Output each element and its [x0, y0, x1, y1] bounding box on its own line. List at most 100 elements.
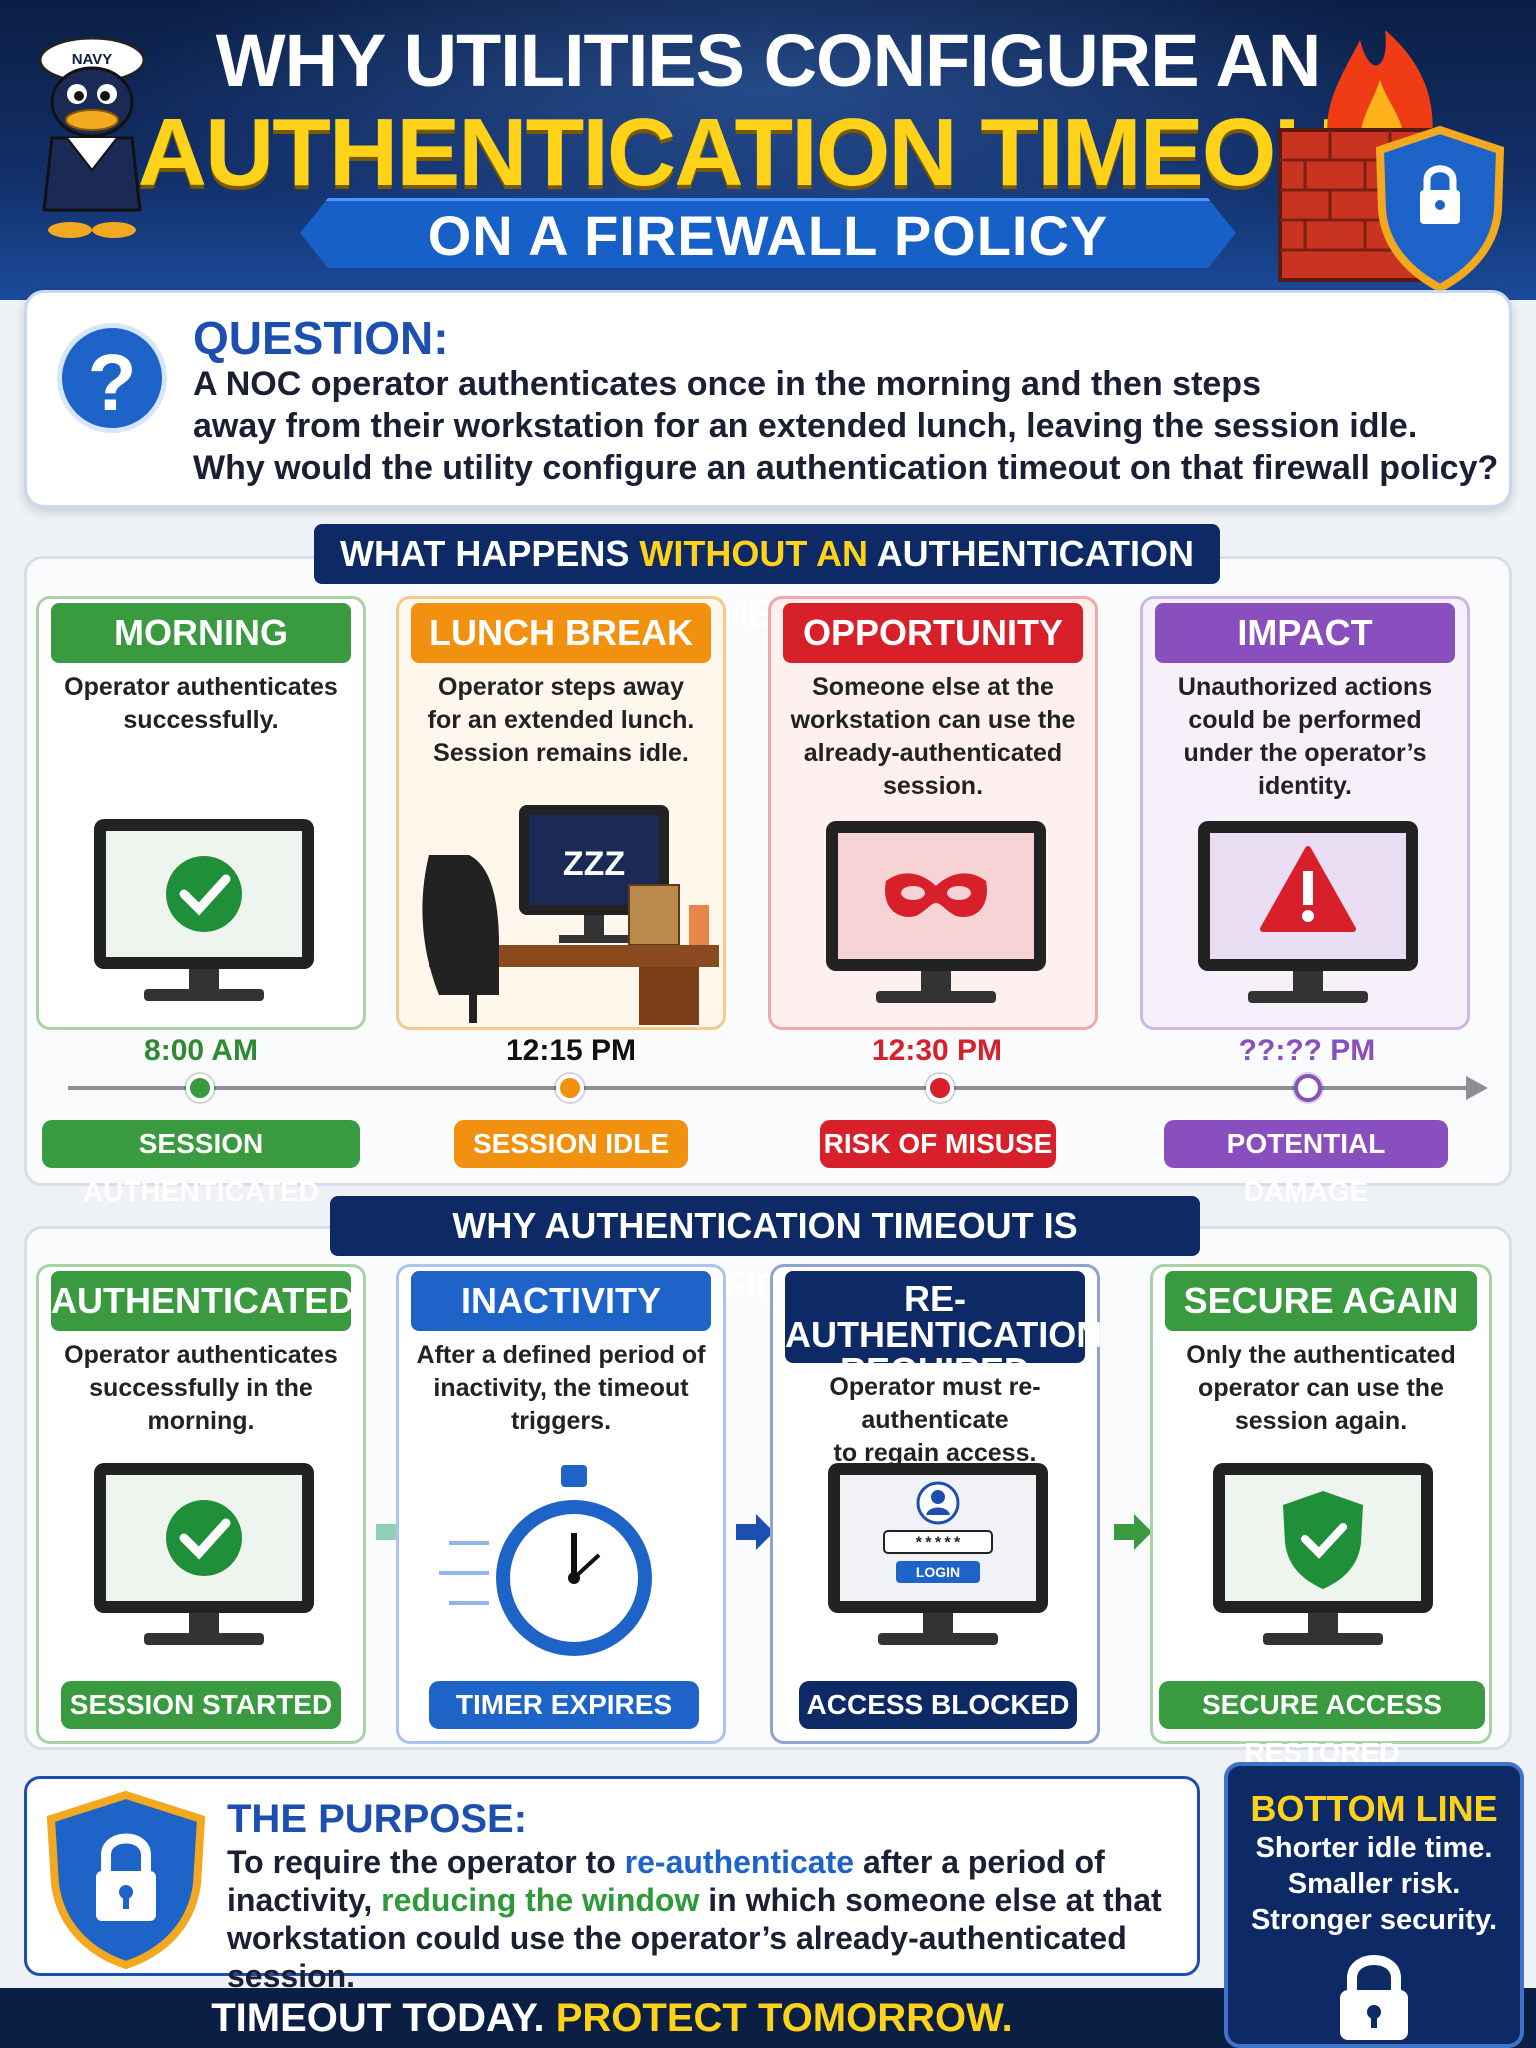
- firewall-shield-icon: [1278, 30, 1505, 290]
- status-badge: SESSION STARTED: [61, 1681, 341, 1729]
- status-badge: ACCESS BLOCKED: [799, 1681, 1077, 1729]
- why-card-inactivity-timer: INACTIVITY TIMER After a defined period …: [396, 1264, 726, 1744]
- purpose-box: THE PURPOSE: To require the operator to …: [24, 1776, 1200, 1994]
- question-box: ? QUESTION: A NOC operator authenticates…: [24, 290, 1512, 508]
- purpose-text-part: To require the operator to: [227, 1844, 625, 1880]
- stage-card-impact: IMPACT Unauthorized actions could be per…: [1140, 596, 1470, 1030]
- timeline-dot-open: [1294, 1074, 1322, 1102]
- status-badge: SESSION AUTHENTICATED: [42, 1120, 360, 1207]
- zzz-text: ZZZ: [563, 845, 625, 883]
- bottom-line-title: BOTTOM LINE: [1250, 1788, 1498, 1829]
- stage-text: Operator steps away for an extended lunc…: [413, 671, 709, 770]
- bottom-line-text: Smaller risk.: [1287, 1868, 1461, 1900]
- title-line-1: WHY UTILITIES CONFIGURE AN: [215, 19, 1322, 102]
- purpose-text: To require the operator to re-authentica…: [227, 1843, 1187, 1995]
- status-badge: SECURE ACCESS RESTORED: [1159, 1681, 1485, 1768]
- stage-line: inactivity, the timeout: [433, 1374, 689, 1402]
- stage-title: OPPORTUNITY: [783, 603, 1083, 663]
- stage-card-opportunity: OPPORTUNITY Someone else at the workstat…: [768, 596, 1098, 1030]
- question-line: A NOC operator authenticates once in the…: [193, 365, 1261, 403]
- stage-title: INACTIVITY TIMER: [411, 1271, 711, 1381]
- question-mark-icon: ?: [57, 323, 167, 433]
- stage-title: MORNING: [51, 603, 351, 663]
- timeline-dot: [556, 1074, 584, 1102]
- stage-line: for an extended lunch.: [427, 706, 695, 734]
- status-badge: SESSION IDLE: [454, 1120, 688, 1168]
- shield-lock-icon: [46, 1790, 206, 1969]
- title-ribbon: ON A FIREWALL POLICY: [300, 198, 1236, 268]
- stage-line: already-authenticated: [803, 739, 1063, 767]
- stage-line: Someone else at the: [812, 673, 1054, 701]
- footer-part: TIMEOUT TODAY.: [211, 1996, 556, 2040]
- purpose-text-part: in which someone else at that workstatio…: [227, 1882, 1162, 1994]
- stage-title-line: RE-AUTHENTICATION: [785, 1278, 1103, 1355]
- stage-text: Only the authenticated operator can use …: [1167, 1339, 1475, 1438]
- stage-line: could be performed: [1188, 706, 1422, 734]
- stage-line: to regain access.: [833, 1439, 1037, 1467]
- monitor-check-icon: [94, 1463, 314, 1645]
- header-banner: NAVY WHY UTILITIES CONFIGURE AN AUTHENTI…: [0, 0, 1536, 300]
- stopwatch-icon: [439, 1465, 652, 1656]
- time-label: 8:00 AM: [144, 1034, 258, 1067]
- time-label: 12:15 PM: [505, 1034, 637, 1067]
- bottom-line-text: Shorter idle time.: [1255, 1832, 1493, 1864]
- stage-text: Someone else at the workstation can use …: [785, 671, 1081, 803]
- stage-line: Unauthorized actions: [1177, 673, 1433, 701]
- footer-highlight: PROTECT TOMORROW.: [555, 1996, 1013, 2040]
- monitor-warning-icon: [1198, 821, 1418, 1003]
- monitor-mask-icon: [826, 821, 1046, 1003]
- question-line: Why would the utility configure an authe…: [193, 449, 1499, 487]
- sailor-duck-mascot-icon: NAVY: [38, 36, 146, 238]
- stage-text: After a defined period of inactivity, th…: [413, 1339, 709, 1438]
- status-badge: RISK OF MISUSE: [820, 1120, 1056, 1168]
- stage-line: Only the authenticated: [1186, 1341, 1456, 1369]
- question-label: QUESTION:: [193, 312, 449, 364]
- lock-icon: [1340, 1955, 1408, 2040]
- stage-line: Operator authenticates: [64, 673, 338, 701]
- timeline-dot: [186, 1074, 214, 1102]
- purpose-title: THE PURPOSE:: [227, 1797, 528, 1841]
- stage-line: Operator authenticates: [64, 1341, 338, 1369]
- stage-line: session.: [882, 772, 984, 800]
- stage-line: workstation can use the: [790, 706, 1076, 734]
- stage-line: identity.: [1258, 772, 1352, 800]
- title-line-3: ON A FIREWALL POLICY: [427, 204, 1109, 267]
- why-card-authenticated: AUTHENTICATED Operator authenticates suc…: [36, 1264, 366, 1744]
- why-configured-heading: WHY AUTHENTICATION TIMEOUT IS CONFIGURED: [330, 1196, 1200, 1306]
- title-line-2: AUTHENTICATION TIMEOUT: [137, 99, 1401, 206]
- stage-text: Operator authenticates successfully.: [53, 671, 349, 737]
- stage-text: Unauthorized actions could be performed …: [1157, 671, 1453, 803]
- stage-line: Operator must re-authenticate: [829, 1373, 1041, 1434]
- timeline-dot: [926, 1074, 954, 1102]
- stage-line: operator can use the: [1198, 1374, 1444, 1402]
- monitor-shield-check-icon: [1213, 1463, 1433, 1645]
- footer-slogan: TIMEOUT TODAY. PROTECT TOMORROW.: [0, 1988, 1224, 2048]
- stage-line: Operator steps away: [438, 673, 684, 701]
- stage-text: Operator authenticates successfully in t…: [53, 1339, 349, 1438]
- login-button: LOGIN: [916, 1564, 960, 1580]
- purpose-text-part: after a period of inactivity,: [227, 1844, 1105, 1918]
- stage-title-line: REQUIRED: [839, 1350, 1031, 1391]
- flow-arrow-icon: [736, 1514, 774, 1550]
- stage-line: triggers.: [510, 1407, 612, 1435]
- stage-title: SECURE AGAIN: [1165, 1271, 1477, 1331]
- stage-line: After a defined period of: [416, 1341, 706, 1369]
- monitor-login-icon: ***** LOGIN: [828, 1463, 1048, 1645]
- why-card-secure-again: SECURE AGAIN Only the authenticated oper…: [1150, 1264, 1492, 1768]
- question-text: A NOC operator authenticates once in the…: [193, 363, 1503, 489]
- stage-title: LUNCH BREAK: [411, 603, 711, 663]
- stage-card-lunch-break: LUNCH BREAK Operator steps away for an e…: [396, 596, 726, 1030]
- purpose-highlight: reducing the window: [381, 1882, 700, 1918]
- stage-line: successfully.: [123, 706, 279, 734]
- question-line: away from their workstation for an exten…: [193, 407, 1418, 445]
- without-timeout-heading: WHAT HAPPENS WITHOUT AN AUTHENTICATION T…: [314, 524, 1220, 634]
- password-field: *****: [914, 1535, 962, 1553]
- stage-line: under the operator’s: [1183, 739, 1427, 767]
- heading-part: WHAT HAPPENS: [340, 533, 640, 574]
- time-label: ??:?? PM: [1238, 1034, 1376, 1067]
- stage-line: Session remains idle.: [433, 739, 689, 767]
- bottom-line-text: Stronger security.: [1250, 1904, 1498, 1936]
- timeline-line: [68, 1086, 1468, 1090]
- stage-title: IMPACT: [1155, 603, 1455, 663]
- bottom-line-box: BOTTOM LINE Shorter idle time. Smaller r…: [1224, 1762, 1524, 2048]
